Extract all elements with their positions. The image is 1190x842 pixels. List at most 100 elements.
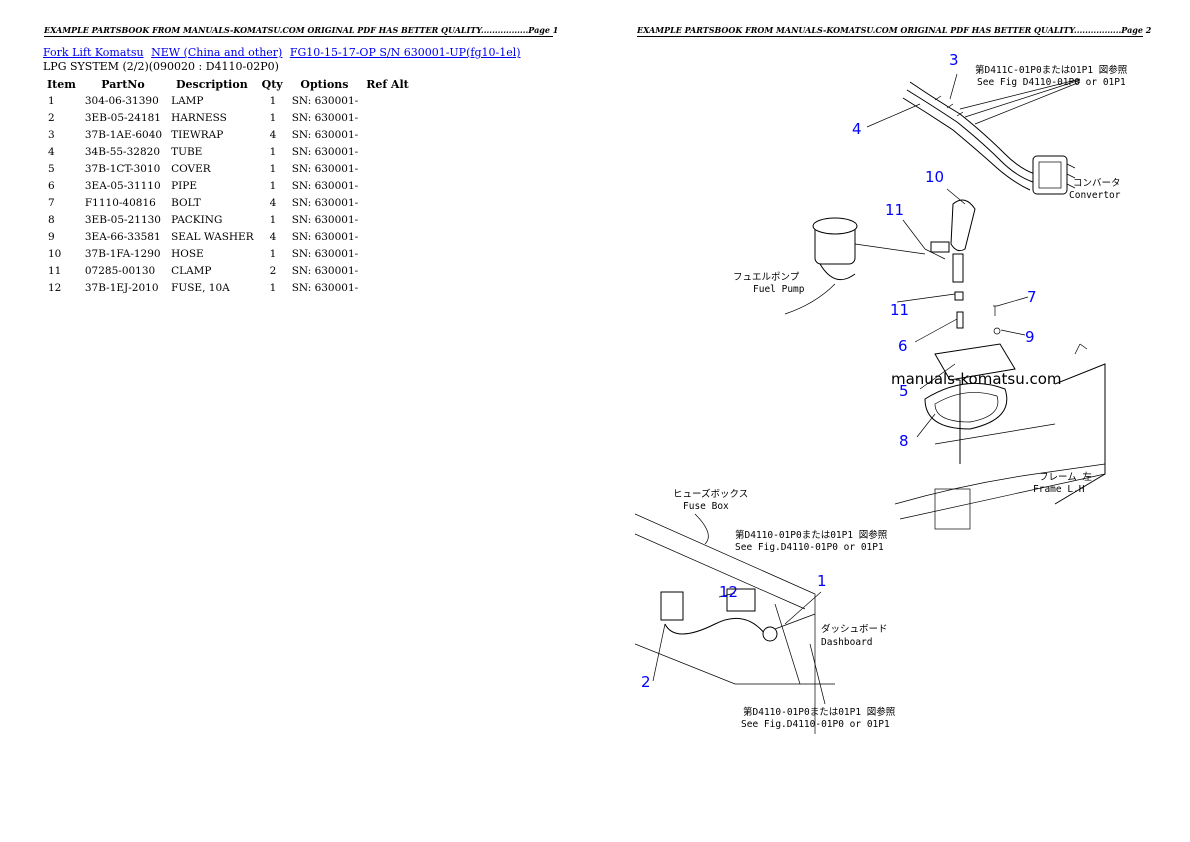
page-2: EXAMPLE PARTSBOOK FROM MANUALS-KOMATSU.C… <box>595 0 1190 842</box>
cell-description: TIEWRAP <box>171 128 224 141</box>
page-header: EXAMPLE PARTSBOOK FROM MANUALS-KOMATSU.C… <box>637 25 1152 37</box>
callout-2: 2 <box>641 673 651 691</box>
breadcrumb-link-model[interactable]: FG10-15-17-OP S/N 630001-UP(fg10-1el) <box>289 46 521 59</box>
page-header: EXAMPLE PARTSBOOK FROM MANUALS-KOMATSU.C… <box>44 25 559 37</box>
callout-11b: 11 <box>890 301 909 319</box>
callout-7: 7 <box>1027 288 1037 306</box>
cell-description: HARNESS <box>171 111 227 124</box>
cell-options: SN: 630001- <box>291 94 359 107</box>
page-1: EXAMPLE PARTSBOOK FROM MANUALS-KOMATSU.C… <box>43 25 559 296</box>
cell-partno: 304-06-31390 <box>84 94 159 107</box>
cell-description: LAMP <box>171 94 204 107</box>
cell-partno: 37B-1FA-1290 <box>84 247 161 260</box>
cell-partno: 07285-00130 <box>84 264 156 277</box>
cell-ref-alt <box>362 194 413 211</box>
fuse-box-jp: ヒューズボックス <box>673 488 748 500</box>
breadcrumb: Fork Lift Komatsu NEW (China and other) … <box>43 46 525 59</box>
cell-qty: 4 <box>269 196 277 209</box>
ref-top-en: See Fig D4110-01P0 or 01P1 <box>977 77 1126 88</box>
callout-12: 12 <box>719 583 738 601</box>
fuel-pump-jp: フュエルポンプ <box>733 272 800 283</box>
ref-mid-en: See Fig.D4110-01P0 or 01P1 <box>735 542 884 553</box>
cell-ref-alt <box>362 143 413 160</box>
cell-qty: 1 <box>269 162 277 175</box>
frame-jp: フレーム 左 <box>1039 471 1092 483</box>
ref-mid-jp: 第D4110-01P0または01P1 図参照 <box>735 529 888 541</box>
cell-partno: 34B-55-32820 <box>84 145 161 158</box>
cell-qty: 1 <box>269 281 277 294</box>
cell-ref-alt <box>362 262 413 279</box>
cell-options: SN: 630001- <box>291 179 359 192</box>
fuel-pump-en: Fuel Pump <box>753 284 805 295</box>
ref-bot-en: See Fig.D4110-01P0 or 01P1 <box>741 719 890 730</box>
cell-item: 12 <box>48 281 62 294</box>
cell-item: 5 <box>48 162 55 175</box>
cell-description: SEAL WASHER <box>171 230 254 243</box>
cell-item: 2 <box>48 111 55 124</box>
cell-ref-alt <box>362 211 413 228</box>
cell-partno: 3EB-05-21130 <box>84 213 161 226</box>
cell-ref-alt <box>362 92 413 109</box>
cell-item: 9 <box>48 230 55 243</box>
cell-options: SN: 630001- <box>291 230 359 243</box>
section-title: LPG SYSTEM (2/2)(090020 : D4110-02P0) <box>43 60 279 73</box>
cell-qty: 1 <box>269 213 277 226</box>
cell-description: HOSE <box>171 247 204 260</box>
hose-drawing <box>924 199 976 283</box>
convertor-en: Convertor <box>1069 190 1121 201</box>
cell-qty: 1 <box>269 145 277 158</box>
cell-options: SN: 630001- <box>291 247 359 260</box>
cell-options: SN: 630001- <box>291 128 359 141</box>
cell-options: SN: 630001- <box>291 196 359 209</box>
breadcrumb-link-region[interactable]: NEW (China and other) <box>151 46 283 59</box>
cell-ref-alt <box>362 160 413 177</box>
cell-description: COVER <box>171 162 211 175</box>
cell-partno: 37B-1AE-6040 <box>84 128 163 141</box>
callout-6: 6 <box>898 337 908 355</box>
cell-description: CLAMP <box>171 264 212 277</box>
cell-item: 3 <box>48 128 55 141</box>
cell-ref-alt <box>362 109 413 126</box>
tube-assembly-drawing <box>902 78 1081 195</box>
cell-description: TUBE <box>171 145 203 158</box>
column-header-item: Item <box>47 77 76 91</box>
cell-item: 10 <box>48 247 62 260</box>
frame-en: Frame L.H <box>1033 484 1085 495</box>
cell-options: SN: 630001- <box>291 111 359 124</box>
parts-diagram: 3 4 10 11 11 7 6 9 5 8 1 12 2 第D411C-01P… <box>634 44 1155 734</box>
cell-ref-alt <box>362 177 413 194</box>
cell-ref-alt <box>362 245 413 262</box>
cell-ref-alt <box>362 228 413 245</box>
cell-item: 11 <box>48 264 62 277</box>
column-header-description: Description <box>176 77 248 91</box>
cell-options: SN: 630001- <box>291 145 359 158</box>
callout-5: 5 <box>899 382 909 400</box>
callout-4: 4 <box>852 120 862 138</box>
cell-ref-alt <box>362 279 413 296</box>
cell-item: 7 <box>48 196 55 209</box>
watermark: manuals-komatsu.com <box>891 370 1062 388</box>
column-header-partno: PartNo <box>101 77 145 91</box>
cell-partno: 37B-1CT-3010 <box>84 162 161 175</box>
cell-partno: F1110-40816 <box>84 196 156 209</box>
callout-leaders <box>652 73 1029 682</box>
ref-bot-jp: 第D4110-01P0または01P1 図参照 <box>743 706 896 718</box>
parts-table: Item PartNo Description Qty Options Ref … <box>43 76 413 296</box>
dashboard-jp: ダッシュボード <box>821 623 888 635</box>
ref-top-jp: 第D411C-01P0またはO1P1 図参照 <box>975 64 1128 76</box>
cell-description: PIPE <box>171 179 198 192</box>
callout-8: 8 <box>899 432 909 450</box>
cell-qty: 1 <box>269 179 277 192</box>
cell-description: BOLT <box>171 196 201 209</box>
breadcrumb-link-category[interactable]: Fork Lift Komatsu <box>43 46 144 59</box>
cell-options: SN: 630001- <box>291 213 359 226</box>
column-header-options: Options <box>300 77 349 91</box>
fuel-pump-drawing <box>784 217 926 315</box>
cell-qty: 2 <box>269 264 277 277</box>
